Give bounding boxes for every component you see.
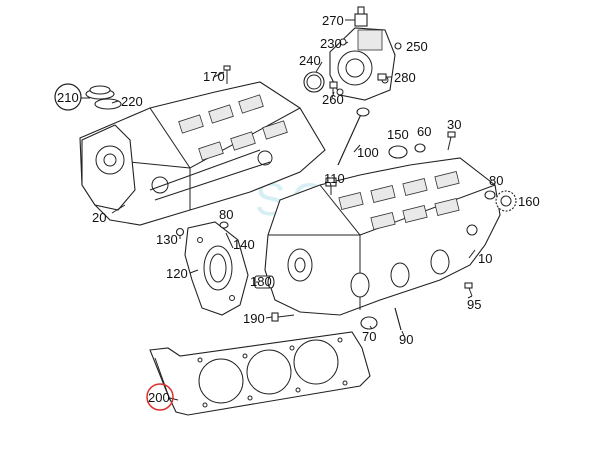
callout-260: 260 bbox=[322, 92, 344, 107]
plug-80-upper bbox=[484, 190, 496, 200]
callout-220: 220 bbox=[121, 94, 143, 109]
sensor-270 bbox=[354, 6, 368, 27]
callout-80-lower: 80 bbox=[219, 207, 233, 222]
bolt-170 bbox=[223, 65, 231, 84]
callout-130: 130 bbox=[156, 232, 178, 247]
callout-ring-210 bbox=[54, 83, 82, 111]
callout-95: 95 bbox=[467, 297, 481, 312]
callout-190: 190 bbox=[243, 311, 265, 326]
callout-160: 160 bbox=[518, 194, 540, 209]
callout-230: 230 bbox=[320, 36, 342, 51]
bolt-190 bbox=[271, 312, 295, 322]
callout-80-upper: 80 bbox=[489, 173, 503, 188]
callout-labels: 270 230 250 240 280 260 170 210 220 150 … bbox=[57, 13, 540, 405]
left-cylinder-head bbox=[79, 81, 326, 226]
pin-140 bbox=[225, 232, 233, 247]
callout-250: 250 bbox=[406, 39, 428, 54]
callout-270: 270 bbox=[322, 13, 344, 28]
callout-60: 60 bbox=[417, 124, 431, 139]
callout-240: 240 bbox=[299, 53, 321, 68]
callout-110: 110 bbox=[324, 171, 345, 186]
right-cylinder-head bbox=[264, 157, 501, 316]
leader-lines bbox=[81, 19, 476, 401]
callout-90: 90 bbox=[399, 332, 413, 347]
callout-120: 120 bbox=[166, 266, 188, 281]
ring-70 bbox=[360, 316, 378, 330]
plug-150 bbox=[388, 145, 408, 159]
callout-20: 20 bbox=[92, 210, 106, 225]
long-bolt-100 bbox=[337, 107, 370, 166]
callout-10: 10 bbox=[478, 251, 492, 266]
bolt-95 bbox=[464, 282, 473, 297]
timing-cover-120 bbox=[184, 221, 249, 316]
callout-150: 150 bbox=[387, 127, 409, 142]
callout-200: 200 bbox=[148, 390, 170, 405]
callout-140: 140 bbox=[233, 237, 255, 252]
bolt-30 bbox=[447, 131, 456, 151]
head-gasket-200 bbox=[149, 331, 371, 416]
camshaft-adjuster-230 bbox=[329, 27, 396, 101]
callout-30: 30 bbox=[447, 117, 461, 132]
callout-280: 280 bbox=[394, 70, 416, 85]
callout-100: 100 bbox=[357, 145, 379, 160]
bolt-130 bbox=[175, 227, 185, 237]
plug-80-lower bbox=[219, 221, 229, 229]
callout-180: 180 bbox=[250, 274, 272, 289]
gear-160 bbox=[495, 190, 517, 212]
callout-ring-200 bbox=[146, 383, 174, 411]
pin-90 bbox=[394, 307, 402, 331]
callout-170: 170 bbox=[203, 69, 225, 84]
callout-70: 70 bbox=[362, 329, 376, 344]
plug-60 bbox=[414, 143, 426, 153]
seal-210 bbox=[85, 85, 122, 110]
bolt-260 bbox=[329, 81, 338, 94]
cylinder-180 bbox=[254, 275, 275, 289]
washer-250 bbox=[394, 42, 402, 50]
callout-210: 210 bbox=[57, 90, 79, 105]
